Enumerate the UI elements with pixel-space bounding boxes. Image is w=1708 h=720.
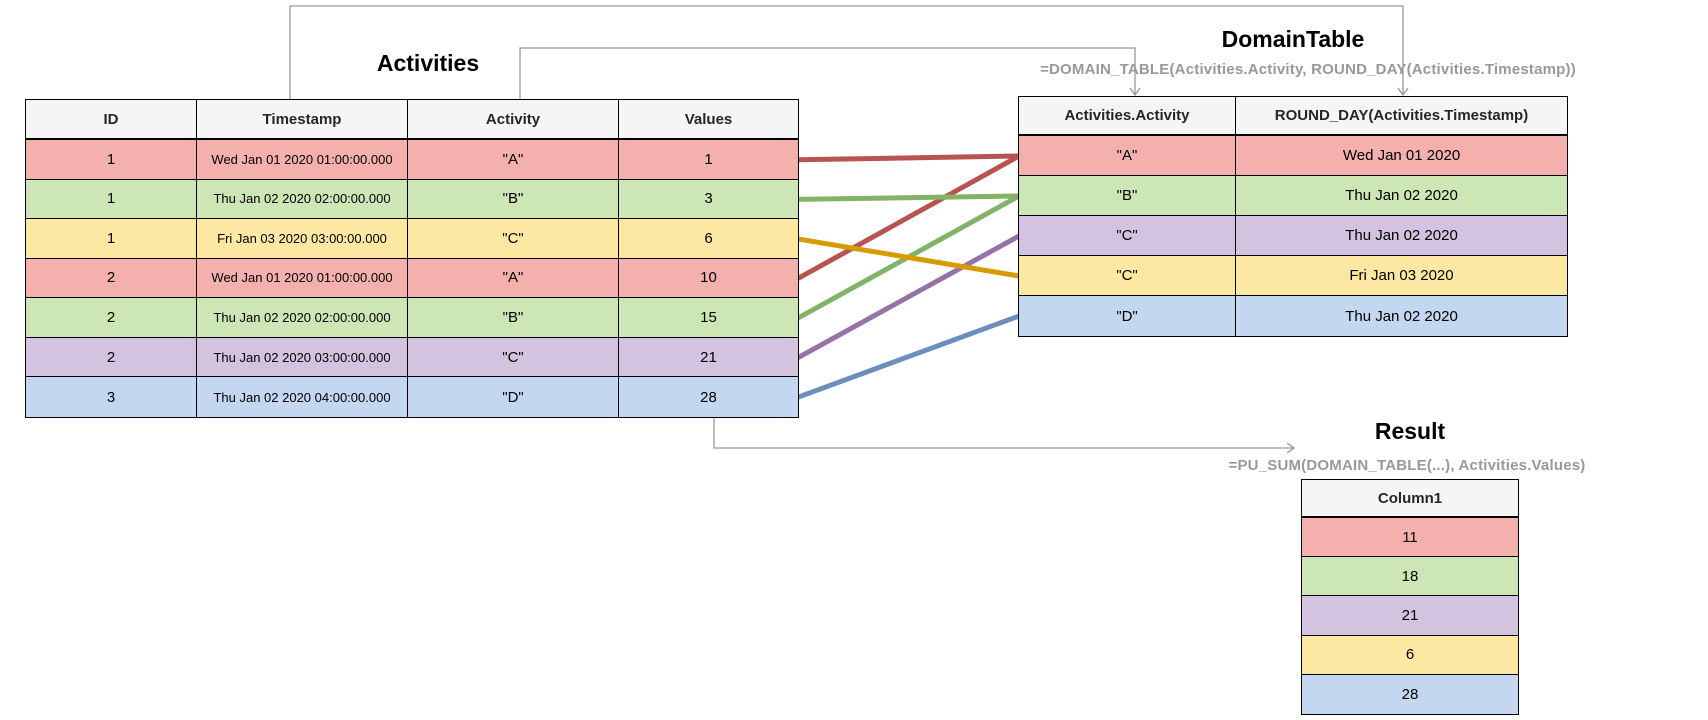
table-cell: 21: [1302, 596, 1518, 636]
table-cell: 6: [619, 219, 798, 259]
table-cell: 3: [26, 377, 197, 417]
table-cell: Thu Jan 02 2020 03:00:00.000: [197, 337, 408, 378]
table-cell: "D": [1019, 296, 1236, 336]
domain-table-formula: =DOMAIN_TABLE(Activities.Activity, ROUND…: [1040, 61, 1576, 78]
connector-timestamp-to-roundday: [289, 5, 1404, 99]
connector-activity-to-domaincolumn: [519, 47, 1136, 99]
table-cell: "A": [408, 258, 619, 299]
arrow-right-icon: [1286, 442, 1296, 454]
table-row: "D"Thu Jan 02 2020: [1019, 296, 1567, 336]
table-header-cell: Values: [619, 100, 798, 140]
table-cell: Thu Jan 02 2020 02:00:00.000: [197, 298, 408, 338]
table-cell: Wed Jan 01 2020 01:00:00.000: [197, 140, 408, 180]
table-header-cell: ROUND_DAY(Activities.Timestamp): [1236, 97, 1567, 136]
table-row: "A"Wed Jan 01 2020: [1019, 136, 1567, 176]
table-cell: 3: [619, 179, 798, 220]
table-header-cell: Column1: [1302, 480, 1518, 518]
table-cell: "C": [408, 219, 619, 259]
table-cell: "B": [1019, 176, 1236, 216]
table-cell: Thu Jan 02 2020 04:00:00.000: [197, 377, 408, 417]
table-cell: Thu Jan 02 2020: [1236, 176, 1567, 216]
table-cell: "D": [408, 377, 619, 417]
table-header-cell: ID: [26, 100, 197, 140]
table-row: 28: [1302, 674, 1518, 715]
table-row: 11: [1302, 518, 1518, 558]
table-cell: 2: [26, 337, 197, 378]
table-cell: 10: [619, 258, 798, 299]
table-cell: 15: [619, 298, 798, 338]
table-cell: 1: [26, 140, 197, 180]
table-cell: 11: [1302, 518, 1518, 558]
mapping-line-red-3: [796, 153, 1021, 281]
table-cell: Thu Jan 02 2020: [1236, 216, 1567, 256]
table-cell: 6: [1302, 635, 1518, 675]
table-cell: 28: [619, 377, 798, 417]
activities-title: Activities: [376, 50, 480, 76]
mapping-line-red-0: [797, 153, 1020, 163]
mapping-line-green-1: [797, 193, 1020, 202]
table-header-row: Column1: [1302, 480, 1518, 518]
table-cell: 28: [1302, 674, 1518, 715]
arrow-down-icon: [1129, 87, 1141, 97]
connector-values-to-result: [713, 418, 1293, 449]
table-cell: "C": [1019, 216, 1236, 256]
table-row: "B"Thu Jan 02 2020: [1019, 176, 1567, 216]
table-cell: 2: [26, 258, 197, 299]
table-cell: Fri Jan 03 2020 03:00:00.000: [197, 219, 408, 259]
table-cell: Thu Jan 02 2020 02:00:00.000: [197, 179, 408, 220]
table-header-cell: Timestamp: [197, 100, 408, 140]
table-cell: Wed Jan 01 2020: [1236, 136, 1567, 176]
result-title: Result: [1374, 418, 1446, 444]
table-cell: "B": [408, 179, 619, 220]
table-cell: "B": [408, 298, 619, 338]
table-row: "C"Fri Jan 03 2020: [1019, 256, 1567, 296]
table-header-cell: Activity: [408, 100, 619, 140]
table-cell: 18: [1302, 557, 1518, 597]
mapping-line-purple-5: [796, 233, 1021, 360]
table-cell: 1: [26, 219, 197, 259]
mapping-line-yellow-2: [797, 236, 1020, 279]
table-row: 6: [1302, 635, 1518, 675]
table-cell: "C": [1019, 256, 1236, 296]
table-cell: 21: [619, 337, 798, 378]
table-cell: "A": [1019, 136, 1236, 176]
domain-table-title: DomainTable: [1221, 26, 1365, 52]
table-row: 18: [1302, 557, 1518, 597]
table-cell: 2: [26, 298, 197, 338]
table-cell: 1: [26, 179, 197, 220]
mapping-line-blue-6: [797, 313, 1020, 400]
table-header-cell: Activities.Activity: [1019, 97, 1236, 136]
result-formula: =PU_SUM(DOMAIN_TABLE(...), Activities.Va…: [1228, 457, 1586, 474]
table-cell: Fri Jan 03 2020: [1236, 256, 1567, 296]
table-cell: "C": [408, 337, 619, 378]
table-row: "C"Thu Jan 02 2020: [1019, 216, 1567, 256]
table-cell: 1: [619, 140, 798, 180]
arrow-down-icon: [1397, 87, 1409, 97]
table-cell: "A": [408, 140, 619, 180]
table-row: 21: [1302, 596, 1518, 636]
table-cell: Wed Jan 01 2020 01:00:00.000: [197, 258, 408, 299]
table-cell: Thu Jan 02 2020: [1236, 296, 1567, 336]
